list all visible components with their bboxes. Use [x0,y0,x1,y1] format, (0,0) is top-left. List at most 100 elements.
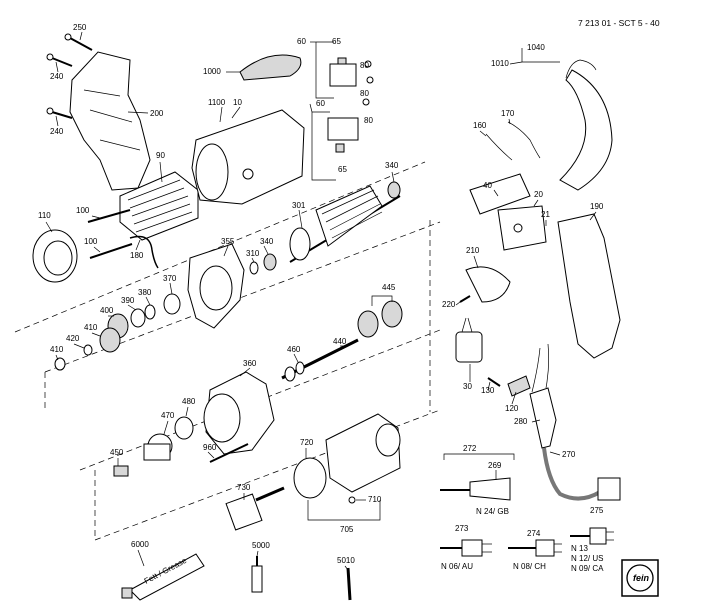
callout: 340 [385,161,399,170]
callout: 450 [110,448,124,457]
front-housing-360 [203,371,275,455]
washer-420 [83,344,93,356]
cover-1000 [239,54,302,81]
callout: 210 [466,246,480,255]
gear-445-a [357,310,379,338]
callout: 340 [260,237,274,246]
callout: 705 [340,525,354,534]
ring-390 [130,308,146,328]
callout: 301 [292,201,306,210]
brand-logo: fein [621,559,659,597]
plug-269 [440,477,511,501]
callout: 65 [332,37,341,46]
lever-210 [465,266,511,303]
bit-holder-730 [225,486,285,531]
callout: 110 [38,211,51,220]
callout: 280 [514,417,528,426]
capacitor-30 [455,317,483,363]
variant-label: N 09/ CA [571,564,604,573]
callout: 370 [163,274,177,283]
callout: 360 [243,359,257,368]
bracket-272 [443,453,515,460]
drawing-number: 7 213 01 - SCT 5 - 40 [578,18,660,28]
callout: 310 [246,249,260,258]
callout-labels: 250 240 240 200 90 1000 1100 10 60 65 80… [38,23,604,573]
callout: 390 [121,296,135,305]
callout: 440 [333,337,347,346]
callout: 250 [73,23,87,32]
switch-assembly [469,173,547,251]
housing-half-200 [69,51,151,191]
washer-370 [163,293,181,315]
callout: 960 [203,443,217,452]
handle-shell-1010 [559,59,613,191]
callout: 410 [84,323,98,332]
callout: 460 [287,345,301,354]
bracket-110 [32,229,78,283]
callout: 80 [360,61,369,70]
callout: 1040 [527,43,545,52]
screw-100-upper [87,209,131,223]
callout: 272 [463,444,477,453]
callout: 21 [541,210,550,219]
callout: 445 [382,283,396,292]
bit-5010 [346,567,352,601]
ring-380 [144,304,156,320]
variant-label: N 08/ CH [513,562,546,571]
collar-470 [143,433,173,461]
plug-275 [570,527,614,545]
depth-sleeve-705 [325,413,401,493]
callout: 20 [534,190,543,199]
variant-label: N 24/ GB [476,507,509,516]
screw-100-lower [89,243,133,259]
handle-190 [557,213,621,359]
callout: 274 [527,529,541,538]
callout: 5010 [337,556,355,565]
callout: 100 [76,206,90,215]
callout: 60 [316,99,325,108]
callout: 410 [50,345,64,354]
callout: 1100 [208,98,226,107]
callout: 1000 [203,67,221,76]
callout: 190 [590,202,604,211]
screw-220 [459,295,471,303]
callout: 80 [364,116,373,125]
brush-assembly-lower [327,98,370,153]
callout: 1010 [491,59,509,68]
callout: 355 [221,237,235,246]
part-710 [348,496,356,504]
callout: 170 [501,109,515,118]
callout: 710 [368,495,382,504]
callout: 273 [455,524,469,533]
callout: 270 [562,450,576,459]
sleeve-450 [113,465,129,477]
screw-960 [209,443,249,463]
grease-tube-6000: Fett / Grease [121,553,205,601]
callout: 120 [505,404,519,413]
leader-lines [45,31,597,571]
bracket-705 [307,500,381,521]
wire-170 [507,121,541,159]
callout: 65 [338,165,347,174]
bracket-lines-60 [311,41,336,181]
variant-label: N 06/ AU [441,562,473,571]
callout: 6000 [131,540,149,549]
plug-274 [508,539,562,557]
bit-holder-5000 [251,556,263,593]
screw-240-top [46,53,73,67]
callout: 5000 [252,541,270,550]
callout: 180 [130,251,144,260]
gear-housing-355 [187,243,245,329]
strain-relief-280 [529,343,557,449]
callout: 420 [66,334,80,343]
callout: 80 [360,89,369,98]
ring-720 [293,457,327,499]
callout: 470 [161,411,175,420]
callout: 720 [300,438,314,447]
callout: 275 [590,506,604,515]
callout: 400 [100,306,114,315]
callout: 40 [483,181,492,190]
gear-445-b [381,300,403,328]
callout: 240 [50,72,64,81]
